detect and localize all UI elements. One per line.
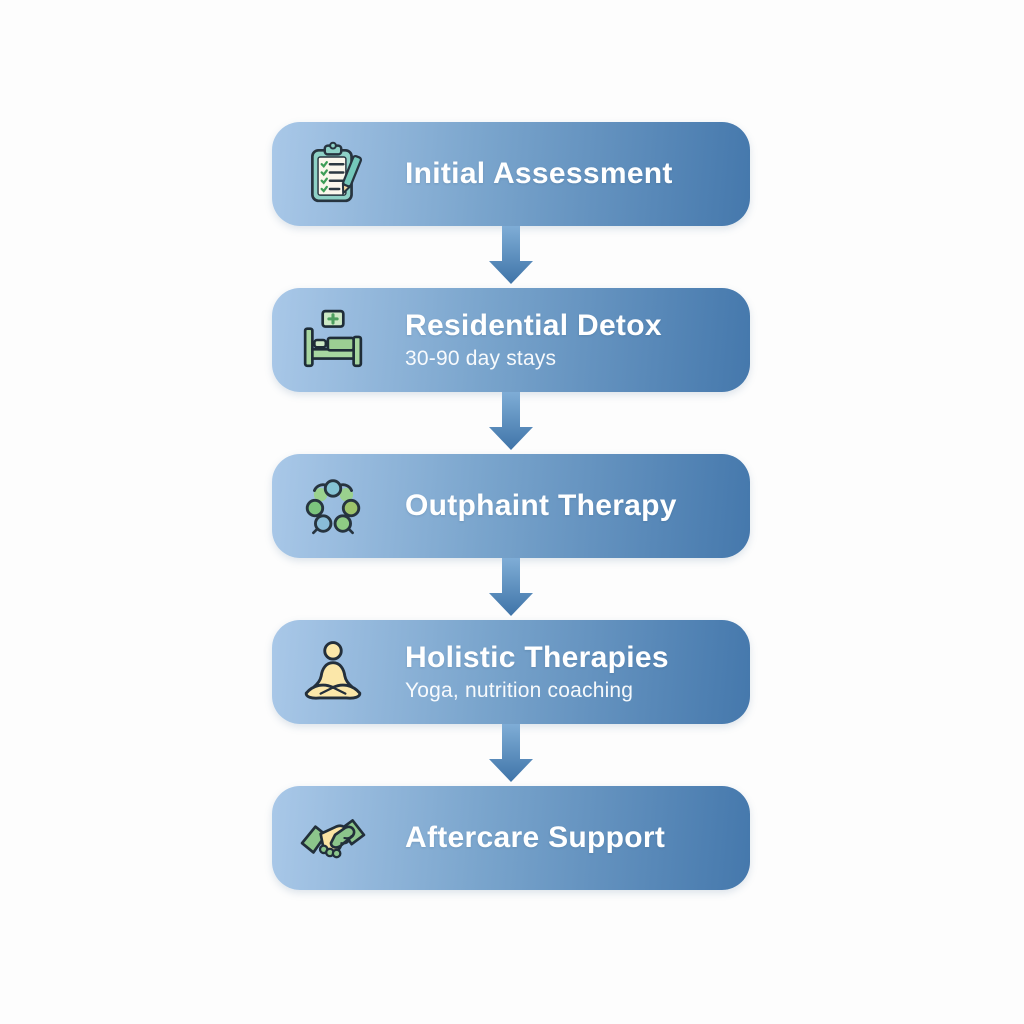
step-subtitle: Yoga, nutrition coaching <box>405 679 634 703</box>
step-card-residential-detox: Residential Detox 30-90 day stays <box>272 288 750 392</box>
meditation-icon <box>300 639 366 705</box>
flow-container: Initial Assessment <box>272 122 750 890</box>
step-card-aftercare-support: Aftercare Support <box>272 786 750 890</box>
step-card-initial-assessment: Initial Assessment <box>272 122 750 226</box>
step-text: Residential Detox 30-90 day stays <box>405 309 662 372</box>
step-title: Residential Detox <box>405 308 662 342</box>
group-circle-icon <box>300 473 366 539</box>
step-subtitle: 30-90 day stays <box>405 347 557 371</box>
step-title: Initial Assessment <box>405 156 673 190</box>
step-card-holistic-therapies: Holistic Therapies Yoga, nutrition coach… <box>272 620 750 724</box>
arrow-down-icon <box>272 724 750 786</box>
arrow-down-icon <box>272 226 750 288</box>
handshake-icon <box>300 805 366 871</box>
step-title: Outphaint Therapy <box>405 488 677 522</box>
step-text: Aftercare Support <box>405 821 665 856</box>
step-text: Holistic Therapies Yoga, nutrition coach… <box>405 641 669 704</box>
step-card-outpatient-therapy: Outphaint Therapy <box>272 454 750 558</box>
step-text: Outphaint Therapy <box>405 489 677 524</box>
arrow-down-icon <box>272 392 750 454</box>
step-text: Initial Assessment <box>405 157 673 192</box>
hospital-bed-icon <box>300 307 366 373</box>
arrow-down-icon <box>272 558 750 620</box>
step-title: Holistic Therapies <box>405 640 669 674</box>
clipboard-checklist-icon <box>300 141 366 207</box>
step-title: Aftercare Support <box>405 820 666 854</box>
